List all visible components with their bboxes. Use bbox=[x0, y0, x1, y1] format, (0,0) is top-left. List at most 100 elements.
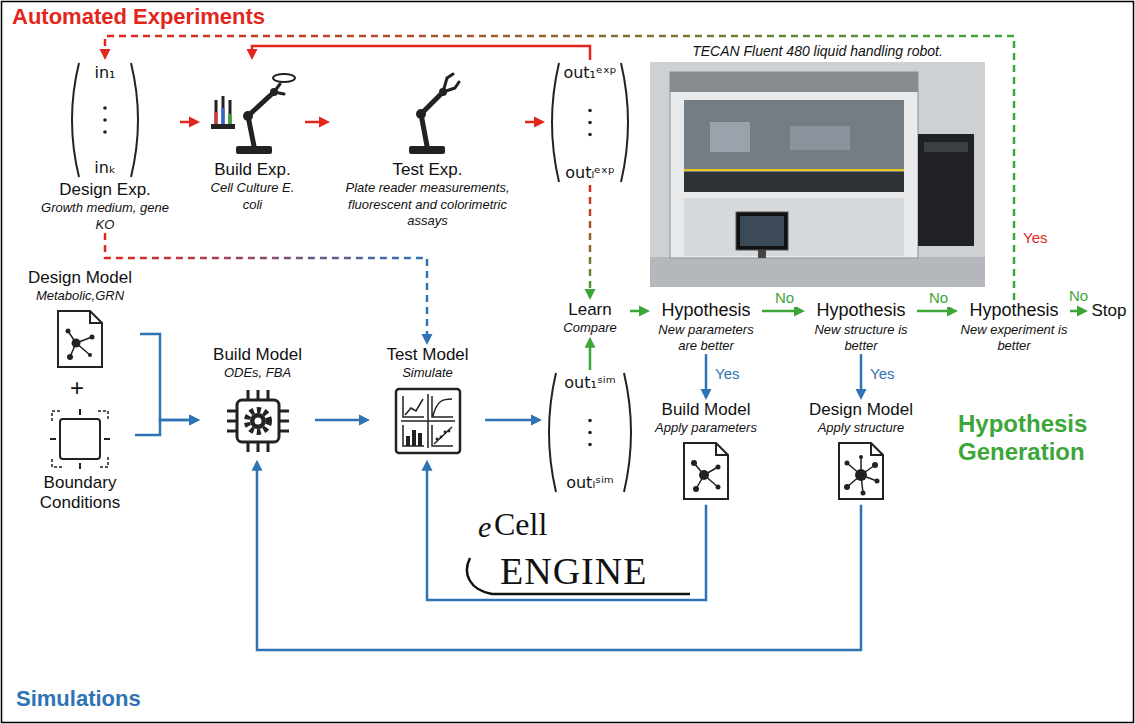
apply-parameters: Build ModelApply parameters bbox=[646, 400, 766, 505]
ellipsis-dot bbox=[103, 130, 107, 134]
node-text: in₁ bbox=[65, 63, 145, 82]
ellipsis-dot bbox=[588, 419, 592, 423]
circle-part bbox=[855, 469, 867, 481]
node-text: Hypothesis bbox=[969, 300, 1058, 322]
plus-sign: + bbox=[70, 374, 84, 402]
path-part bbox=[216, 96, 230, 124]
circle-part bbox=[447, 429, 450, 432]
arrow-head bbox=[247, 49, 258, 60]
path-part bbox=[839, 443, 883, 499]
arrow-head bbox=[1077, 306, 1088, 317]
right-paren bbox=[624, 373, 631, 492]
rect-part bbox=[60, 419, 100, 459]
robot-photo bbox=[650, 62, 985, 287]
dashed-connector bbox=[105, 36, 1014, 300]
model-chip-icon bbox=[223, 386, 293, 456]
circle-part bbox=[699, 470, 709, 480]
connector bbox=[427, 469, 706, 600]
arrow-head bbox=[100, 49, 111, 60]
model-document-icon bbox=[680, 441, 732, 501]
boundary-conditions: Boundary Conditions bbox=[25, 405, 135, 514]
arrow-head bbox=[947, 306, 958, 317]
build-experiment: Build Exp.Cell Culture E. coli bbox=[200, 60, 305, 213]
vector-bracket: out₁ᵉˣᵖoutₗᵉˣᵖ bbox=[545, 60, 635, 185]
path-part bbox=[401, 394, 455, 448]
description-text: Apply parameters bbox=[655, 420, 757, 436]
circle-part bbox=[254, 417, 261, 424]
rect-part bbox=[924, 142, 968, 152]
design-model: Design ModelMetabolic,GRN bbox=[20, 268, 140, 373]
path-part bbox=[871, 443, 883, 455]
rect-part bbox=[684, 100, 904, 192]
circle-part bbox=[859, 455, 863, 459]
path-part bbox=[274, 84, 284, 94]
rect-part bbox=[396, 389, 460, 453]
rect-part bbox=[418, 433, 422, 446]
node-text: Design Exp. bbox=[59, 180, 151, 200]
connector bbox=[860, 354, 863, 391]
boundary-icon bbox=[50, 409, 110, 469]
robot-gripper-icon bbox=[393, 64, 463, 156]
rect-part bbox=[406, 436, 410, 446]
logo-text: e bbox=[478, 510, 491, 545]
right-paren bbox=[621, 63, 628, 182]
ellipsis-dot bbox=[588, 109, 592, 113]
path-part bbox=[50, 409, 110, 469]
node-text: Test Model bbox=[386, 345, 468, 365]
arrow-head bbox=[252, 460, 263, 471]
ellipsis-dot bbox=[103, 118, 107, 122]
rect-part bbox=[214, 112, 217, 124]
circle-part bbox=[691, 460, 697, 466]
dashed-connector bbox=[589, 185, 592, 291]
path-part bbox=[432, 396, 453, 417]
right-paren bbox=[131, 63, 138, 177]
path-part bbox=[403, 425, 424, 446]
node-text: Learn bbox=[568, 300, 611, 320]
hypothesis-step: HypothesisNew parameters are better bbox=[650, 300, 762, 354]
connector bbox=[315, 419, 361, 422]
node-text: Test Exp. bbox=[393, 160, 463, 180]
node-text: Boundary Conditions bbox=[25, 473, 135, 514]
circle-part bbox=[90, 334, 95, 339]
vector-bracket: in₁inₖ bbox=[65, 60, 145, 180]
node-text: outₗˢⁱᵐ bbox=[542, 473, 638, 492]
arrow-head bbox=[422, 334, 433, 345]
rect-part bbox=[684, 198, 904, 256]
description-text: Plate reader measurements, fluorescent a… bbox=[330, 180, 525, 229]
left-paren bbox=[552, 63, 559, 182]
description-text: New structure is better bbox=[805, 322, 917, 355]
section-title: Automated Experiments bbox=[12, 4, 265, 29]
rect-part bbox=[670, 72, 918, 258]
edge-label: Yes bbox=[1021, 230, 1049, 247]
connector bbox=[140, 334, 191, 420]
rect-part bbox=[736, 212, 788, 250]
rect-part bbox=[758, 250, 766, 258]
arrow-head bbox=[531, 415, 542, 426]
arrow-head bbox=[794, 306, 805, 317]
left-paren bbox=[549, 373, 556, 492]
circle-part bbox=[72, 338, 81, 347]
rect-part bbox=[918, 134, 974, 246]
path-part bbox=[52, 411, 108, 467]
rect-part bbox=[211, 124, 235, 129]
circle-part bbox=[250, 413, 266, 429]
connector bbox=[705, 354, 708, 391]
logo-text: ENGINE bbox=[500, 550, 647, 594]
model-document-icon bbox=[54, 309, 106, 369]
circle-part bbox=[872, 462, 878, 468]
dashed-connector bbox=[105, 233, 427, 336]
robot-arm-icon bbox=[208, 64, 298, 156]
path-part bbox=[90, 311, 102, 323]
rect-part bbox=[684, 172, 904, 192]
node-text: Build Exp. bbox=[214, 160, 291, 180]
description-text: Compare bbox=[563, 320, 616, 336]
arrow-head bbox=[189, 415, 200, 426]
circle-part bbox=[875, 478, 880, 483]
arrow-head bbox=[319, 117, 330, 128]
output-vector: out₁ᵉˣᵖoutₗᵉˣᵖ bbox=[545, 60, 635, 185]
arrow-head bbox=[359, 415, 370, 426]
